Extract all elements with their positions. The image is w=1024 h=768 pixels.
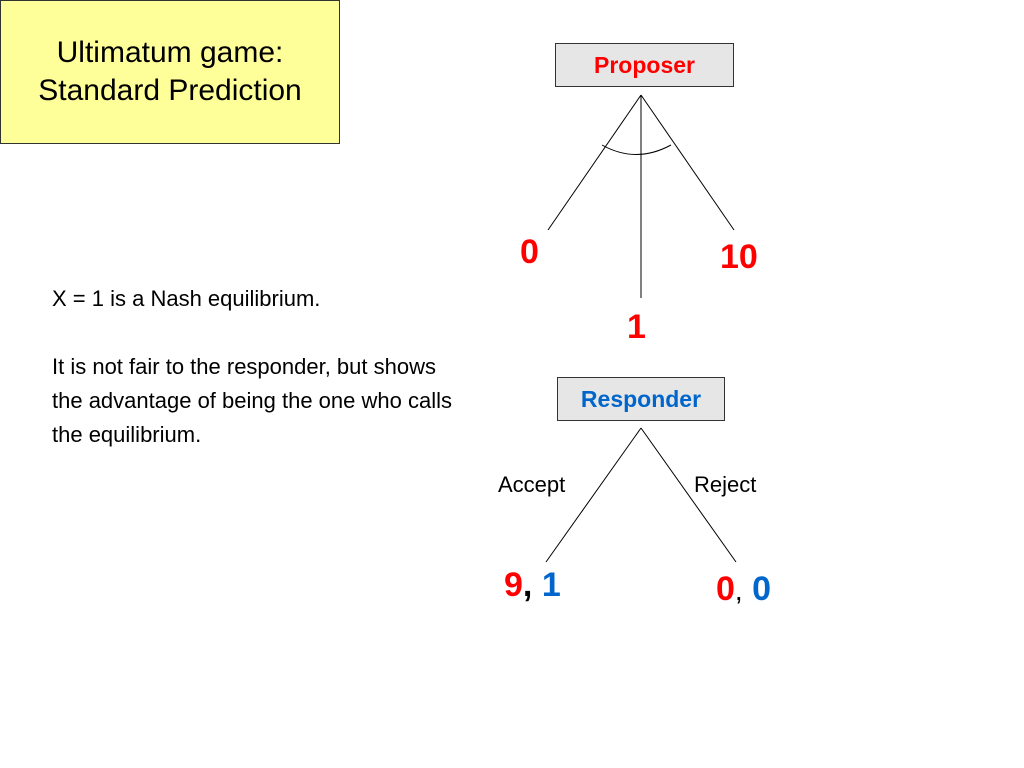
continuum-arc bbox=[601, 144, 672, 155]
payoff-reject-responder: 0 bbox=[752, 570, 772, 608]
slide-title: Ultimatum game: Standard Prediction bbox=[0, 0, 340, 144]
payoff-accept-responder: 1 bbox=[541, 566, 561, 604]
payoff-accept-separator: , bbox=[522, 566, 533, 604]
nash-statement: X = 1 is a Nash equilibrium. bbox=[52, 286, 321, 311]
branch-accept bbox=[545, 427, 642, 563]
payoff-reject-separator: , bbox=[734, 575, 743, 606]
payoff-reject-proposer: 0 bbox=[716, 570, 735, 608]
offer-1-label: 1 bbox=[627, 308, 646, 346]
title-line-2: Standard Prediction bbox=[38, 74, 302, 107]
offer-10-label: 10 bbox=[720, 238, 758, 276]
title-line-1: Ultimatum game: bbox=[56, 36, 284, 69]
payoff-reject: 0, 0 bbox=[716, 569, 771, 611]
offer-0-label: 0 bbox=[520, 233, 539, 271]
reject-label: Reject bbox=[694, 472, 757, 497]
payoff-accept: 9, 1 bbox=[504, 565, 561, 605]
proposer-node: Proposer bbox=[555, 43, 734, 87]
branch-offer-10 bbox=[640, 94, 735, 231]
explanation-text: X = 1 is a Nash equilibrium. It is not f… bbox=[52, 282, 452, 452]
responder-node: Responder bbox=[557, 377, 725, 421]
branch-offer-0 bbox=[547, 94, 642, 231]
fairness-statement: It is not fair to the responder, but sho… bbox=[52, 354, 452, 447]
accept-label: Accept bbox=[498, 472, 566, 497]
branch-reject bbox=[640, 427, 737, 563]
payoff-accept-proposer: 9 bbox=[504, 566, 523, 604]
